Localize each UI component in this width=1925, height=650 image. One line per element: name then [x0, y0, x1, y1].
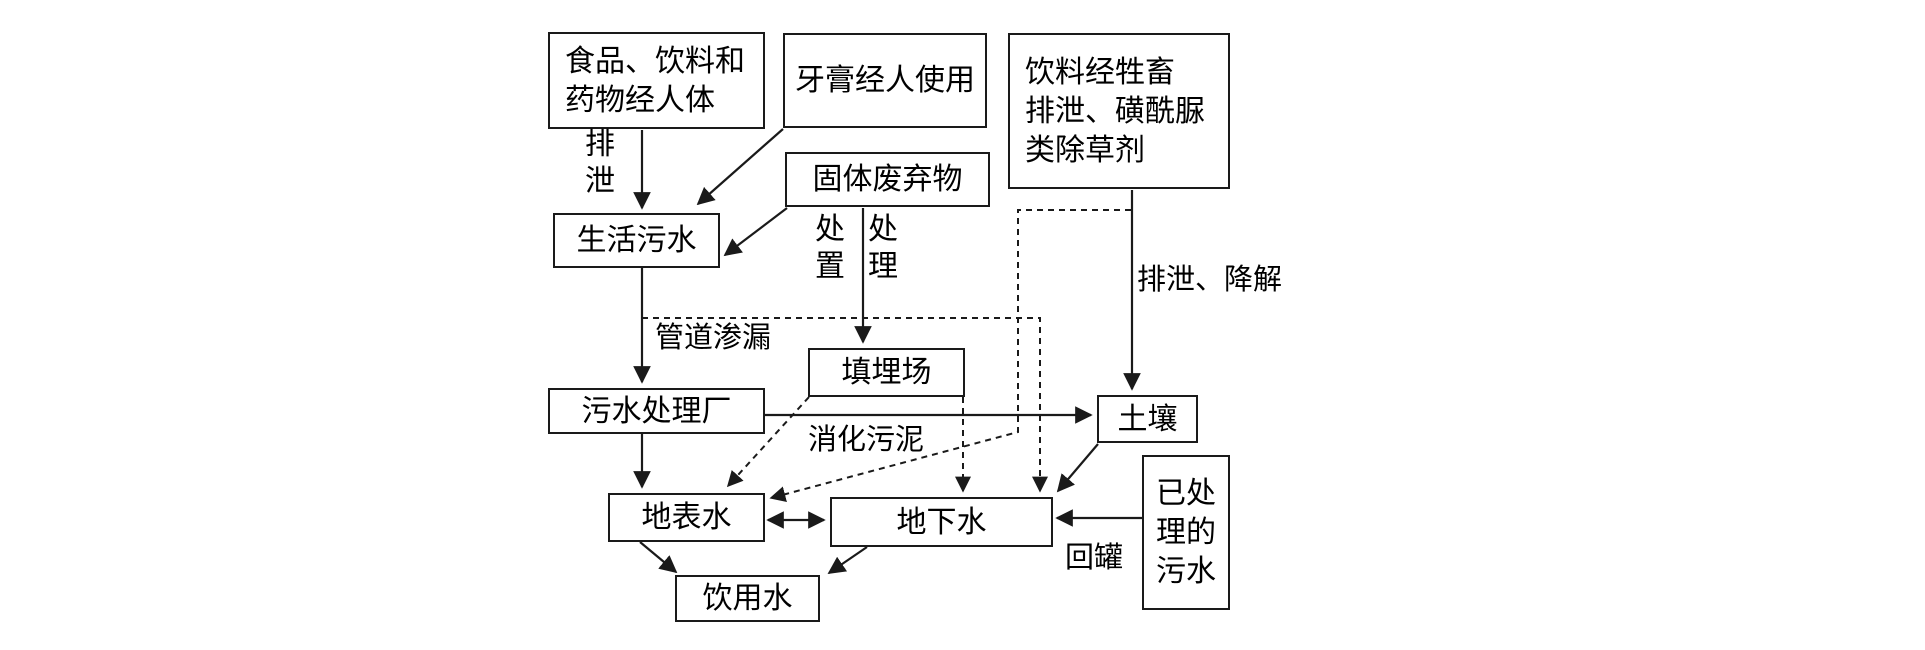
node-line: 土壤 [1117, 402, 1178, 436]
node-line: 牙膏经人使用 [795, 64, 975, 97]
node-landfill: 填埋场 [808, 348, 965, 397]
edge-label-excretion-degradation: 排泄、降解 [1137, 264, 1283, 296]
edge-label-digested-sludge: 消化污泥 [808, 424, 925, 456]
node-line: 已处 [1156, 477, 1216, 510]
node-line: 地下水 [896, 505, 987, 539]
node-drinking-water: 饮用水 [675, 575, 820, 622]
edge-label-pipeline-leakage: 管道渗漏 [655, 322, 772, 354]
dashed-livestock-to-surface-water [769, 209, 1131, 503]
node-line: 污水处理厂 [581, 394, 732, 428]
node-line: 食品、饮料和 [565, 44, 745, 78]
dashed-pipeline-leakage-to-groundwater [642, 317, 1048, 493]
node-line: 填埋场 [841, 356, 932, 389]
node-line: 固体废弃物 [812, 163, 963, 196]
node-soil: 土壤 [1097, 395, 1198, 443]
node-line: 类除草剂 [1025, 133, 1145, 167]
node-line: 排泄、磺酰脲 [1025, 94, 1205, 128]
arrow-toothpaste-to-domestic-sewage [696, 128, 784, 206]
node-line: 药物经人体 [565, 83, 715, 117]
node-surface-water: 地表水 [608, 493, 765, 542]
node-line: 污水 [1156, 555, 1216, 588]
arrow-solid-waste-to-domestic-sewage [723, 207, 788, 257]
node-line: 地表水 [641, 501, 732, 534]
arrow-soil-to-groundwater [1056, 443, 1099, 493]
node-line: 理的 [1156, 516, 1216, 549]
edge-label-treatment: 处 理 [868, 213, 898, 283]
node-line: 饮用水 [702, 582, 793, 615]
arrow-surface-water-to-drinking-water [639, 541, 678, 574]
node-groundwater: 地下水 [830, 497, 1053, 547]
node-food-sources: 食品、饮料和 药物经人体 [548, 32, 765, 129]
node-line: 饮料经牲畜 [1025, 55, 1175, 89]
dashed-landfill-to-surface-water [726, 396, 810, 488]
arrow-groundwater-to-drinking-water [827, 546, 868, 574]
edge-label-reinjection: 回罐 [1065, 542, 1124, 574]
node-domestic-sewage: 生活污水 [553, 213, 720, 268]
edge-label-excretion: 排 泄 [585, 128, 615, 198]
node-toothpaste: 牙膏经人使用 [783, 33, 987, 128]
node-livestock-herbicide: 饮料经牲畜 排泄、磺酰脲 类除草剂 [1008, 33, 1230, 189]
node-sewage-treatment-plant: 污水处理厂 [548, 388, 765, 434]
node-solid-waste: 固体废弃物 [785, 152, 990, 207]
node-line: 生活污水 [576, 224, 697, 257]
edge-label-disposal: 处 置 [815, 213, 845, 283]
node-treated-sewage: 已处 理的 污水 [1142, 455, 1230, 610]
